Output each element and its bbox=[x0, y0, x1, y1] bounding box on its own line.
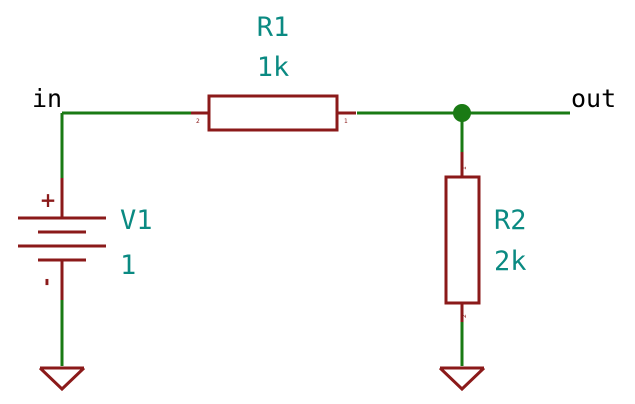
r2-value: 2k bbox=[494, 246, 527, 277]
ground-right-triangle bbox=[438, 366, 486, 392]
ground-symbol-right bbox=[438, 366, 486, 392]
r1-pin-left-label: 2 bbox=[196, 118, 200, 125]
ground-left-triangle bbox=[38, 366, 86, 392]
r2-pin-bottom-label: 2 bbox=[461, 314, 468, 318]
voltage-source-v1: + - bbox=[18, 178, 106, 300]
r1-reference: R1 bbox=[257, 12, 290, 43]
r2-body bbox=[444, 175, 481, 305]
resistor-r2: 1 2 bbox=[444, 152, 481, 322]
wires bbox=[60, 111, 570, 366]
resistor-r1: 2 1 bbox=[191, 94, 356, 132]
r1-pin-right-label: 1 bbox=[344, 118, 348, 125]
r1-body bbox=[207, 94, 339, 132]
junction-dot bbox=[453, 104, 471, 122]
v1-plus-sign: + bbox=[40, 188, 57, 212]
v1-minus-sign: - bbox=[36, 278, 60, 286]
r2-pin-top-label: 1 bbox=[461, 166, 468, 170]
v1-reference: V1 bbox=[120, 205, 153, 236]
r2-reference: R2 bbox=[494, 205, 527, 236]
r1-value: 1k bbox=[257, 52, 290, 83]
ground-symbol-left bbox=[38, 366, 86, 392]
net-label-out: out bbox=[571, 84, 616, 113]
v1-value: 1 bbox=[120, 250, 136, 281]
net-label-in: in bbox=[32, 84, 62, 113]
